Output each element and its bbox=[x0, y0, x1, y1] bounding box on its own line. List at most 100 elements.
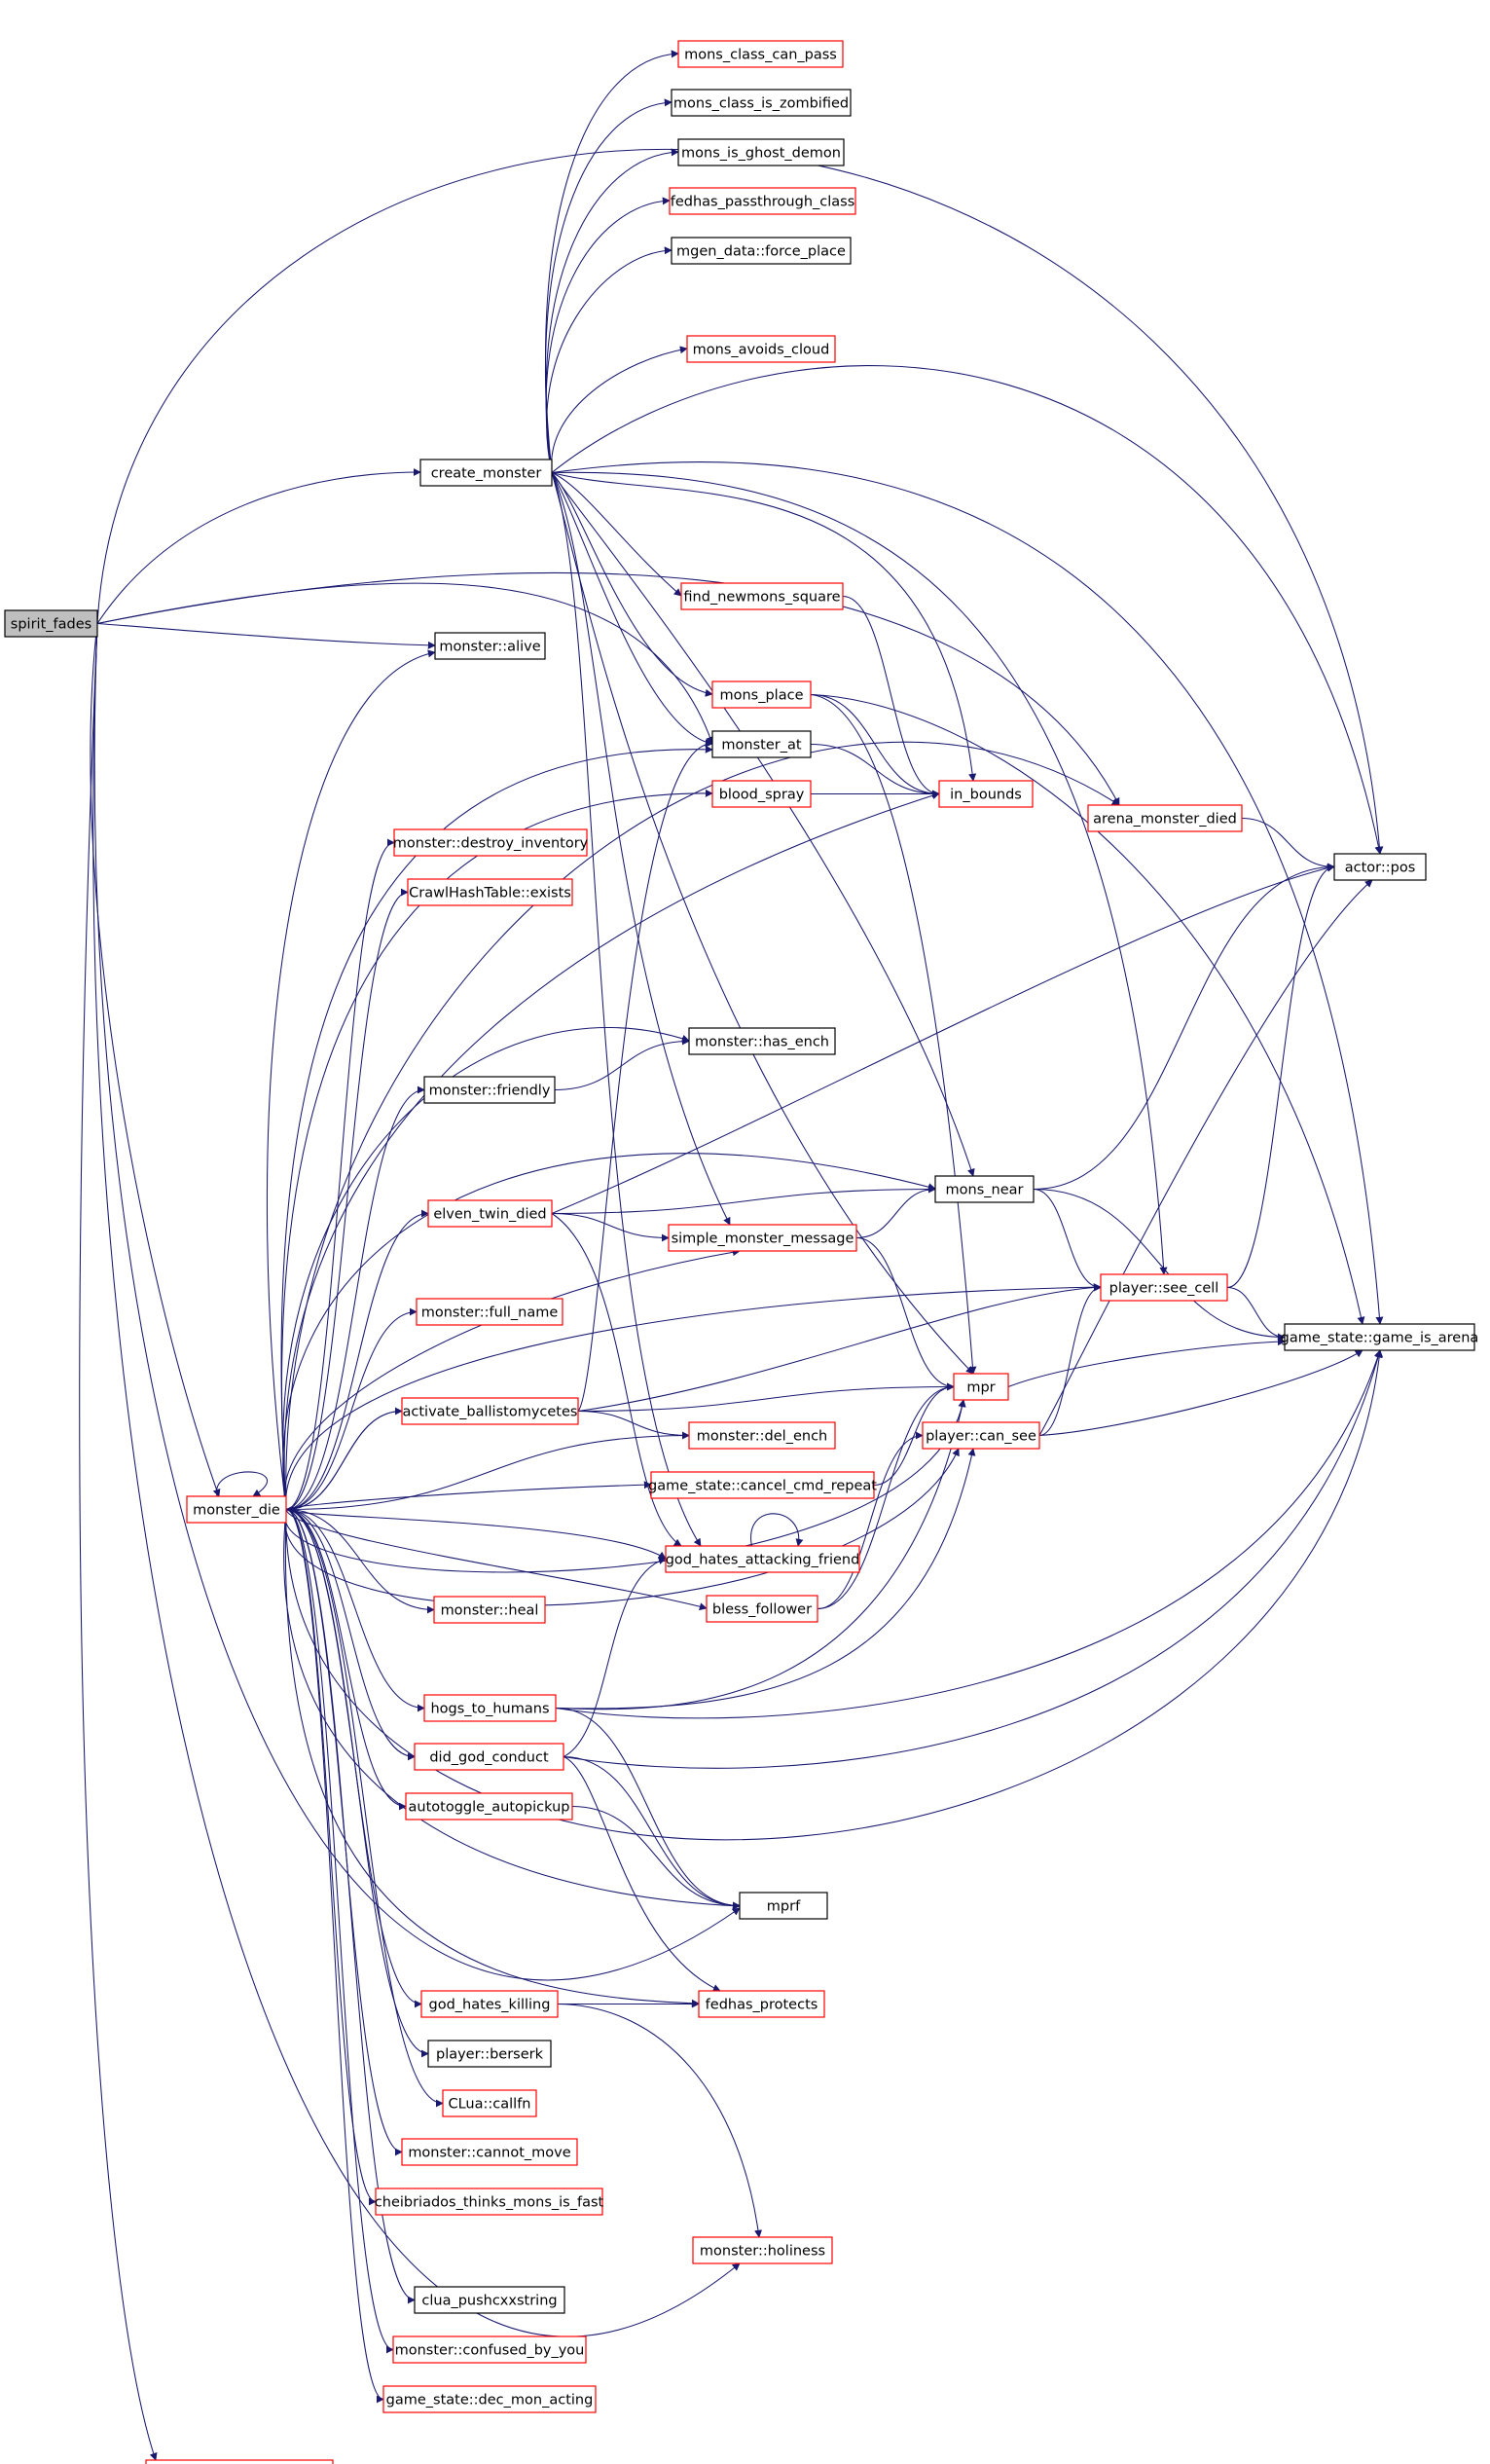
node-label: monster_at bbox=[721, 738, 801, 754]
edge-monster_die-to-did_god_conduct bbox=[285, 1508, 416, 1761]
edge-bless_follower-to-can_see bbox=[817, 1431, 924, 1610]
node-cheibriados[interactable]: cheibriados_thinks_mons_is_fast bbox=[375, 2188, 604, 2216]
node-box bbox=[4, 609, 98, 638]
node-mons_is_ghost_demon[interactable]: mons_is_ghost_demon bbox=[677, 138, 845, 166]
node-full_name[interactable]: monster::full_name bbox=[416, 1298, 563, 1326]
edge-spirit_fades-to-random_choose_weighted bbox=[79, 623, 158, 2461]
node-box bbox=[401, 1397, 579, 1425]
edge-create_monster-to-actor_pos bbox=[551, 365, 1383, 855]
node-random_choose_weighted[interactable]: random_choose_weighted bbox=[145, 2459, 334, 2464]
node-box bbox=[706, 1595, 818, 1623]
node-has_ench[interactable]: monster::has_ench bbox=[688, 1027, 836, 1055]
edge-did_god_conduct-to-fedhas_protects bbox=[563, 1756, 721, 1992]
node-fedhas_passthrough_class[interactable]: fedhas_passthrough_class bbox=[669, 187, 856, 215]
node-actor_pos[interactable]: actor::pos bbox=[1333, 853, 1427, 881]
node-mons_near[interactable]: mons_near bbox=[934, 1175, 1035, 1203]
edge-create_monster-to-god_hates_attacking_friend bbox=[551, 472, 702, 1547]
node-arena_monster_died[interactable]: arena_monster_died bbox=[1087, 804, 1243, 832]
node-activate_ballistomycetes[interactable]: activate_ballistomycetes bbox=[401, 1397, 579, 1425]
node-box bbox=[665, 1545, 860, 1573]
edge-create_monster-to-mons_class_is_zombified bbox=[545, 98, 672, 473]
node-mpr[interactable]: mpr bbox=[953, 1373, 1009, 1401]
node-box bbox=[419, 459, 553, 487]
node-create_monster[interactable]: create_monster bbox=[419, 459, 553, 487]
node-destroy_inventory[interactable]: monster::destroy_inventory bbox=[393, 828, 589, 857]
node-cannot_move[interactable]: monster::cannot_move bbox=[401, 2138, 578, 2166]
edge-create_monster-to-game_is_arena bbox=[551, 460, 1384, 1325]
edge-monster_die-to-hogs_to_humans bbox=[285, 1508, 425, 1712]
node-crawl_exists[interactable]: CrawlHashTable::exists bbox=[407, 878, 573, 906]
node-box bbox=[407, 878, 573, 906]
node-mons_avoids_cloud[interactable]: mons_avoids_cloud bbox=[686, 335, 836, 363]
node-monster_holiness[interactable]: monster::holiness bbox=[692, 2236, 833, 2264]
node-simple_monster_message[interactable]: simple_monster_message bbox=[668, 1224, 857, 1252]
node-elven_twin_died[interactable]: elven_twin_died bbox=[427, 1199, 553, 1228]
node-dec_mon_acting[interactable]: game_state::dec_mon_acting bbox=[382, 2385, 597, 2413]
node-mgen_force_place[interactable]: mgen_data::force_place bbox=[671, 237, 852, 265]
node-berserk[interactable]: player::berserk bbox=[427, 2040, 552, 2068]
edge-create_monster-to-find_newmons_square bbox=[551, 472, 682, 597]
node-god_hates_killing[interactable]: god_hates_killing bbox=[420, 1990, 559, 2018]
node-label: find_newmons_square bbox=[683, 590, 840, 606]
edge-monster_die-to-full_name bbox=[285, 1307, 418, 1511]
node-spirit_fades[interactable]: spirit_fades bbox=[4, 609, 98, 638]
node-label: fedhas_protects bbox=[706, 1998, 818, 2013]
node-confused_by_you[interactable]: monster::confused_by_you bbox=[392, 2335, 587, 2364]
node-bless_follower[interactable]: bless_follower bbox=[706, 1595, 818, 1623]
edge-hogs_to_humans-to-mpr bbox=[555, 1399, 966, 1710]
node-game_is_arena[interactable]: game_state::game_is_arena bbox=[1281, 1323, 1479, 1351]
node-mprf[interactable]: mprf bbox=[739, 1892, 828, 1920]
node-cancel_cmd_repeat[interactable]: game_state::cancel_cmd_repeat bbox=[648, 1471, 877, 1499]
node-friendly[interactable]: monster::friendly bbox=[423, 1076, 556, 1104]
node-box bbox=[393, 828, 588, 857]
node-clua_callfn[interactable]: CLua::callfn bbox=[442, 2089, 537, 2117]
edge-monster_die-to-blood_spray bbox=[280, 789, 713, 1510]
node-box bbox=[1100, 1273, 1228, 1302]
node-box bbox=[434, 632, 546, 660]
edge-can_see-to-see_cell bbox=[1038, 1283, 1102, 1437]
node-autotoggle_autopickup[interactable]: autotoggle_autopickup bbox=[405, 1792, 573, 1820]
node-find_newmons_square[interactable]: find_newmons_square bbox=[680, 582, 844, 610]
node-monster_at[interactable]: monster_at bbox=[711, 730, 812, 758]
node-label: monster::heal bbox=[441, 1603, 539, 1619]
node-box bbox=[692, 2236, 833, 2264]
node-mons_class_is_zombified[interactable]: mons_class_is_zombified bbox=[671, 89, 852, 117]
node-blood_spray[interactable]: blood_spray bbox=[711, 780, 812, 808]
node-label: cheibriados_thinks_mons_is_fast bbox=[375, 2195, 604, 2211]
node-label: mons_class_is_zombified bbox=[673, 96, 849, 112]
node-clua_pushcxxstring[interactable]: clua_pushcxxstring bbox=[414, 2286, 565, 2314]
node-mons_place[interactable]: mons_place bbox=[711, 680, 812, 709]
node-label: elven_twin_died bbox=[433, 1207, 546, 1223]
edge-monster_die-to-mons_near bbox=[282, 1153, 936, 1510]
node-in_bounds[interactable]: in_bounds bbox=[938, 780, 1034, 808]
node-monster_alive[interactable]: monster::alive bbox=[434, 632, 546, 660]
node-label: mprf bbox=[767, 1899, 801, 1915]
node-label: mgen_data::force_place bbox=[676, 244, 846, 260]
edge-god_hates_killing-to-monster_holiness bbox=[557, 2003, 762, 2238]
node-hogs_to_humans[interactable]: hogs_to_humans bbox=[423, 1694, 557, 1722]
node-label: monster::del_ench bbox=[697, 1429, 828, 1445]
edge-create_monster-to-mons_avoids_cloud bbox=[551, 346, 688, 473]
node-can_see[interactable]: player::can_see bbox=[922, 1421, 1040, 1450]
edge-elven_twin_died-to-simple_monster_message bbox=[551, 1212, 670, 1242]
node-see_cell[interactable]: player::see_cell bbox=[1100, 1273, 1228, 1302]
node-box bbox=[442, 2089, 537, 2117]
node-del_ench[interactable]: monster::del_ench bbox=[688, 1421, 836, 1450]
node-monster_die[interactable]: monster_die bbox=[186, 1495, 287, 1524]
node-box bbox=[934, 1175, 1035, 1203]
edge-arena_monster_died-to-actor_pos bbox=[1241, 817, 1335, 871]
edge-spirit_fades-to-arena_monster_died bbox=[96, 572, 1120, 806]
edge-mons_near-to-see_cell bbox=[1033, 1188, 1102, 1292]
edge-did_god_conduct-to-game_is_arena bbox=[563, 1349, 1382, 1769]
node-did_god_conduct[interactable]: did_god_conduct bbox=[414, 1743, 564, 1771]
node-mons_class_can_pass[interactable]: mons_class_can_pass bbox=[677, 40, 844, 68]
edge-hogs_to_humans-to-game_is_arena bbox=[555, 1349, 1382, 1719]
node-monster_heal[interactable]: monster::heal bbox=[433, 1596, 546, 1624]
node-box bbox=[739, 1892, 828, 1920]
node-god_hates_attacking_friend[interactable]: god_hates_attacking_friend bbox=[665, 1545, 860, 1573]
node-box bbox=[427, 2040, 552, 2068]
node-label: CrawlHashTable::exists bbox=[409, 886, 571, 901]
edge-spirit_fades-to-monster_holiness bbox=[92, 623, 741, 2337]
node-fedhas_protects[interactable]: fedhas_protects bbox=[698, 1990, 825, 2018]
node-label: bless_follower bbox=[712, 1602, 812, 1618]
